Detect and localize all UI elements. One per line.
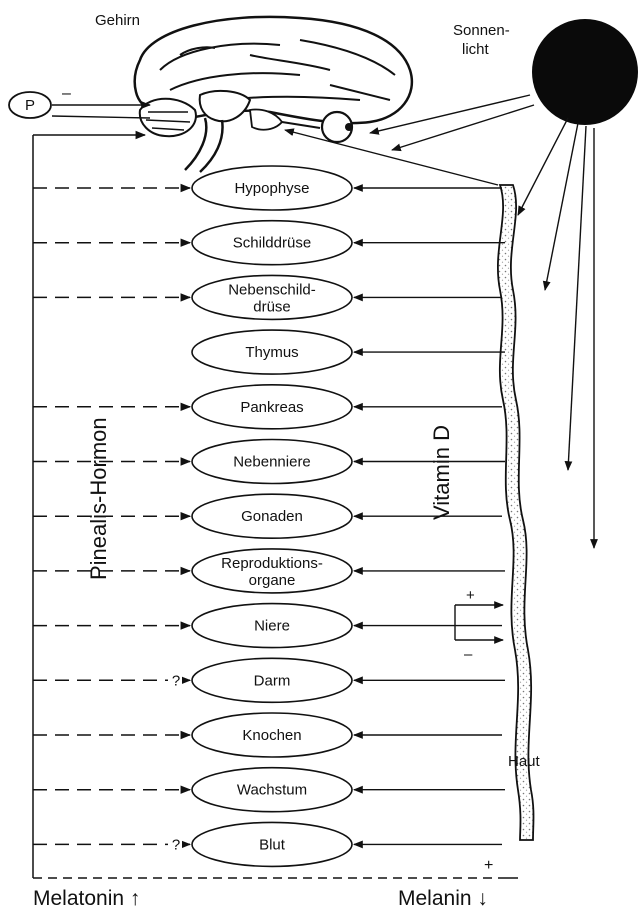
organ-label-blut: Blut: [259, 836, 286, 853]
organ-label-thymus: Thymus: [245, 344, 298, 361]
organ-label-schilddrüse: Schilddrüse: [233, 235, 311, 252]
pineal-hormone-label: Pinealis-Hormon: [86, 417, 111, 580]
question-mark-darm: ?: [172, 672, 180, 689]
sun-label-line2: licht: [462, 41, 490, 58]
organ-label-nebenniere: Nebenniere: [233, 454, 311, 471]
pineal-node: P –: [9, 85, 150, 118]
organ-label-nebenschilddrüse-line1: Nebenschild-: [228, 281, 316, 298]
sun-label-line1: Sonnen-: [453, 22, 510, 39]
pineal-label: P: [25, 97, 35, 114]
organ-label-hypophyse: Hypophyse: [234, 180, 309, 197]
brain-label: Gehirn: [95, 12, 140, 29]
organ-label-knochen: Knochen: [242, 727, 301, 744]
organ-label-niere: Niere: [254, 618, 290, 635]
skin-band: [498, 185, 534, 840]
kidney-feedback: [455, 605, 503, 640]
question-mark-blut: ?: [172, 836, 180, 853]
organ-label-gonaden: Gonaden: [241, 508, 303, 525]
organ-label-nebenschilddrüse-line2: drüse: [253, 298, 291, 315]
vitamin-d-label: Vitamin D: [429, 425, 454, 520]
melanin-label: Melanin ↓: [398, 887, 488, 910]
organ-label-pankreas: Pankreas: [240, 399, 303, 416]
eye-illustration: [322, 112, 353, 142]
organ-label-reproduktionsorgane-line1: Reproduktions-: [221, 555, 323, 572]
sun-icon: [532, 19, 638, 125]
organ-label-darm: Darm: [254, 672, 291, 689]
organ-label-reproduktionsorgane-line2: organe: [249, 572, 296, 589]
kidney-minus-sign: –: [464, 646, 473, 663]
feedback-plus-sign: +: [484, 857, 493, 874]
organ-label-wachstum: Wachstum: [237, 782, 307, 799]
sunlight-rays: [370, 95, 594, 548]
pineal-minus-sign: –: [62, 85, 71, 102]
organ-list: HypophyseSchilddrüseNebenschild-drüseThy…: [33, 166, 505, 866]
kidney-plus-sign: +: [466, 587, 475, 604]
brain-illustration: [135, 17, 412, 172]
melatonin-label: Melatonin ↑: [33, 887, 140, 910]
skin-label: Haut: [508, 753, 541, 770]
